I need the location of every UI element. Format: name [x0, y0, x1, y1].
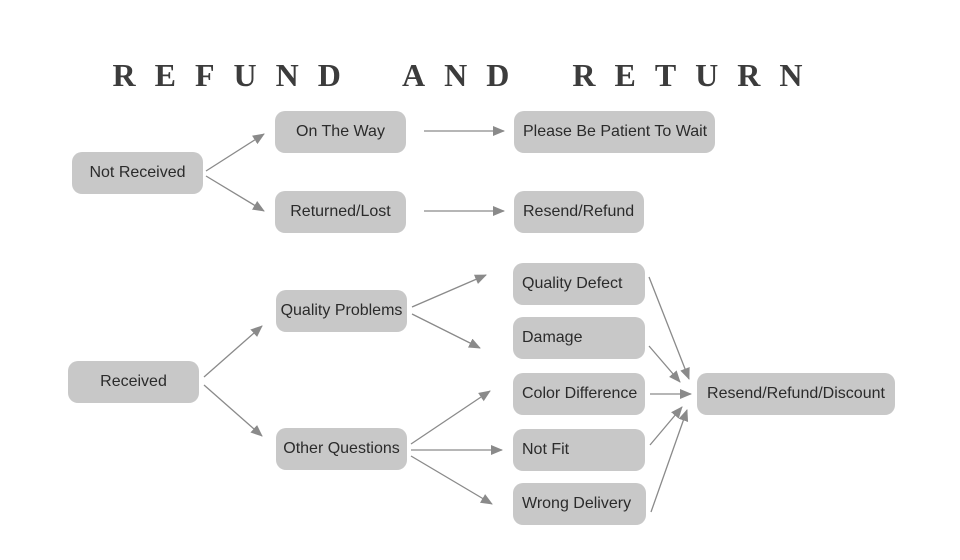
arrow-quality-defect-to-final — [648, 276, 690, 380]
arrow-other-questions-to-wrong-delivery — [410, 455, 493, 505]
node-quality-problems: Quality Problems — [276, 290, 407, 332]
node-resend-refund-discount: Resend/Refund/Discount — [697, 373, 895, 415]
node-not-fit: Not Fit — [513, 429, 645, 471]
node-please-be-patient-to-wait: Please Be Patient To Wait — [514, 111, 715, 153]
node-returned-lost: Returned/Lost — [275, 191, 406, 233]
arrow-not-received-to-returned-lost — [205, 175, 265, 212]
node-other-questions: Other Questions — [276, 428, 407, 470]
arrow-not-received-to-on-the-way — [205, 133, 265, 172]
arrow-received-to-other-questions — [203, 384, 263, 437]
arrow-quality-problems-to-quality-defect — [411, 274, 487, 308]
node-not-received: Not Received — [72, 152, 203, 194]
node-color-difference: Color Difference — [513, 373, 645, 415]
arrow-wrong-delivery-to-final — [650, 409, 689, 513]
node-damage: Damage — [513, 317, 645, 359]
arrow-not-fit-to-final — [649, 406, 683, 446]
node-quality-defect: Quality Defect — [513, 263, 645, 305]
arrow-other-questions-to-color-difference — [410, 390, 491, 445]
arrow-damage-to-final — [648, 345, 681, 383]
arrow-quality-problems-to-damage — [411, 313, 481, 349]
node-wrong-delivery: Wrong Delivery — [513, 483, 646, 525]
arrow-received-to-quality-problems — [203, 325, 263, 378]
node-resend-refund: Resend/Refund — [514, 191, 644, 233]
node-received: Received — [68, 361, 199, 403]
page-title: REFUND AND RETURN — [112, 57, 822, 94]
node-on-the-way: On The Way — [275, 111, 406, 153]
